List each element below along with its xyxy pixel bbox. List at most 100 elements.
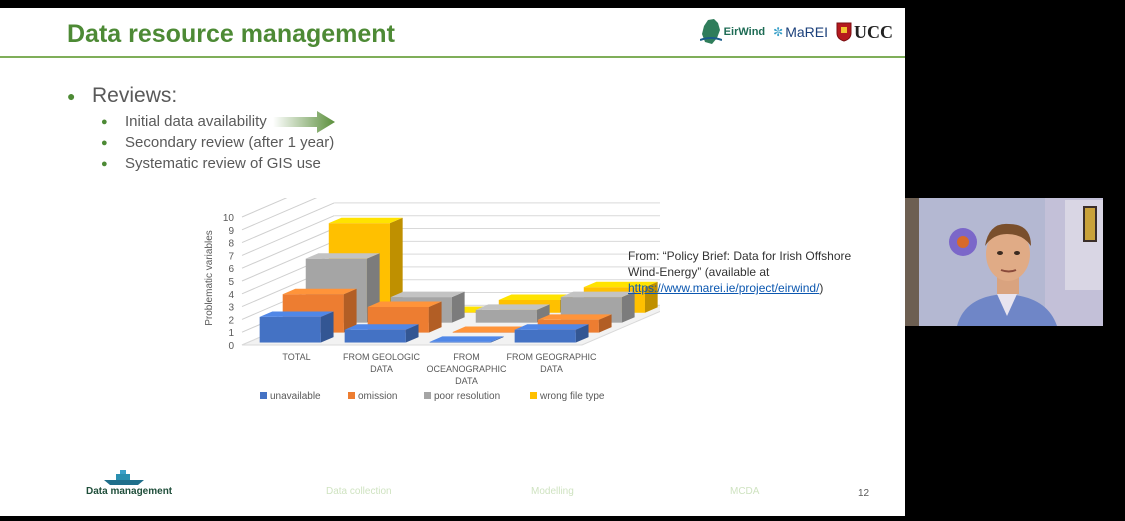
- sub-bullet-item: ● Initial data availability: [101, 110, 335, 133]
- y-tick-label: 5: [228, 277, 234, 288]
- ucc-logo-text: UCC: [854, 21, 893, 42]
- sub-bullet-text: Secondary review (after 1 year): [125, 134, 335, 151]
- gridline-side: [241, 198, 288, 218]
- citation: From: “Policy Brief: Data for Irish Offs…: [628, 248, 878, 296]
- bar-top: [498, 294, 573, 300]
- bar-front: [514, 329, 576, 343]
- legend-swatch: [348, 392, 355, 399]
- sub-bullet-text: Systematic review of GIS use: [125, 155, 321, 172]
- ucc-crest-icon: [836, 22, 852, 42]
- legend-label: wrong file type: [539, 391, 605, 402]
- bullet-text: Reviews:: [92, 84, 178, 107]
- bar-side: [389, 217, 403, 313]
- slide-number: 12: [858, 488, 870, 499]
- bar-top: [560, 291, 635, 298]
- bar-side: [428, 301, 442, 333]
- bullet-list: ● Reviews: ● Initial data availability: [67, 84, 335, 174]
- bar-top: [514, 324, 589, 330]
- sub-bullet-item: ● Secondary review (after 1 year): [101, 132, 335, 153]
- citation-suffix: ): [819, 281, 824, 295]
- bar-top: [282, 288, 357, 295]
- y-tick-label: 9: [228, 226, 234, 237]
- bar-side: [598, 314, 612, 333]
- bullet-dot-icon: ●: [101, 115, 108, 128]
- y-tick-label: 3: [228, 303, 234, 314]
- ucc-logo: UCC: [836, 22, 893, 43]
- eirwind-logo: EirWind: [699, 18, 766, 46]
- bar-top: [537, 314, 612, 320]
- legend-label: poor resolution: [434, 391, 500, 402]
- y-tick-label: 10: [223, 213, 235, 224]
- bar-side: [451, 291, 465, 323]
- bar-top: [367, 301, 442, 307]
- citation-link[interactable]: https://www.marei.ie/project/eirwind/: [628, 281, 820, 295]
- marei-swirl-icon: ✼: [773, 25, 784, 39]
- gridline-side: [241, 240, 335, 282]
- bar-top: [452, 326, 527, 332]
- y-tick-label: 7: [228, 251, 234, 262]
- x-category-label: DATA: [370, 364, 393, 374]
- y-tick-label: 0: [228, 341, 234, 352]
- slide: Data resource management EirWind ✼ MaREI…: [0, 8, 905, 516]
- marei-logo: ✼ MaREI: [773, 24, 828, 40]
- right-arrow-icon: [272, 110, 335, 133]
- bar-top: [429, 336, 504, 342]
- bar-front: [259, 316, 321, 343]
- footer-nav-data-collection[interactable]: Data collection: [326, 486, 392, 497]
- bar-top: [475, 304, 550, 310]
- eirwind-logo-text: EirWind: [723, 26, 766, 38]
- bar-front: [452, 331, 514, 333]
- y-tick-label: 4: [228, 290, 234, 301]
- y-tick-label: 6: [228, 264, 234, 275]
- bar-top: [259, 311, 334, 317]
- ship-icon: [104, 470, 144, 485]
- bar-top: [344, 324, 419, 330]
- bar-side: [343, 288, 357, 333]
- x-category-label: DATA: [455, 376, 478, 386]
- x-category-label: DATA: [540, 364, 563, 374]
- slide-title: Data resource management: [67, 20, 395, 48]
- x-category-label: FROM: [453, 352, 480, 362]
- y-axis-label: Problematic variables: [204, 230, 215, 326]
- gridline-side: [241, 215, 335, 256]
- bar-front: [344, 329, 406, 343]
- bar-side: [621, 291, 635, 323]
- x-category-label: FROM GEOGRAPHIC: [506, 352, 597, 362]
- x-category-label: OCEANOGRAPHIC: [426, 364, 507, 374]
- bar-front: [475, 309, 537, 323]
- gridline-side: [241, 202, 335, 244]
- sub-bullet-text: Initial data availability: [125, 113, 267, 130]
- gridline-side: [241, 228, 335, 269]
- bar-top: [390, 291, 465, 298]
- legend-swatch: [424, 392, 431, 399]
- title-divider: [0, 56, 905, 58]
- bar-side: [575, 324, 589, 343]
- footer-nav-data-management[interactable]: Data management: [86, 486, 173, 497]
- sub-bullet-list: ● Initial data availability ● Secondary …: [101, 110, 335, 174]
- citation-text: From: “Policy Brief: Data for Irish Offs…: [628, 249, 852, 279]
- bar-side: [405, 324, 419, 343]
- bar-side: [490, 336, 504, 343]
- presenter-video: [905, 198, 1103, 326]
- bullet-dot-icon: ●: [101, 157, 108, 170]
- ireland-map-icon: [699, 19, 722, 44]
- bullet-dot-icon: ●: [67, 88, 76, 104]
- legend-label: omission: [358, 391, 397, 402]
- bar-top: [583, 281, 658, 288]
- legend-swatch: [260, 392, 267, 399]
- bar-top: [305, 253, 380, 259]
- footer-nav-modelling[interactable]: Modelling: [531, 486, 574, 497]
- bar-front: [429, 341, 491, 343]
- sub-bullet-item: ● Systematic review of GIS use: [101, 153, 335, 174]
- y-tick-label: 8: [228, 239, 234, 250]
- y-tick-label: 1: [228, 328, 234, 339]
- webcam-feed: [905, 198, 1103, 326]
- footer-nav-mcda[interactable]: MCDA: [730, 486, 760, 497]
- bar-side: [320, 311, 334, 343]
- legend-label: unavailable: [270, 391, 321, 402]
- bar-top: [328, 217, 403, 224]
- marei-logo-text: MaREI: [785, 24, 828, 40]
- y-tick-label: 2: [228, 315, 234, 326]
- gridline-side: [241, 198, 318, 231]
